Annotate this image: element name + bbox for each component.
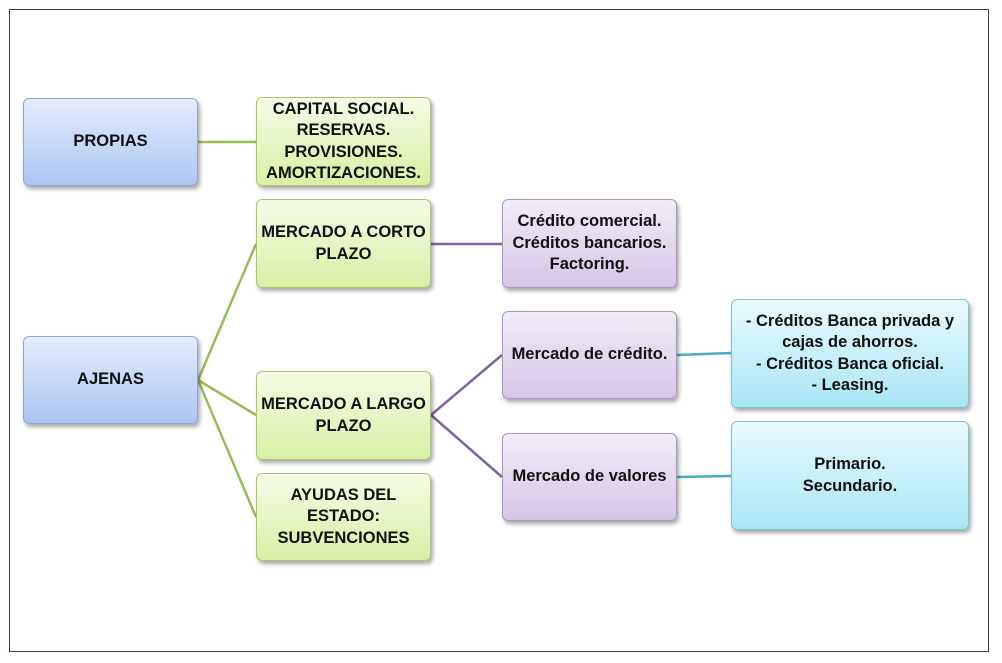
connector-ajenas-to-ayudas: [196, 379, 258, 518]
node-corto-plazo-label: MERCADO A CORTO PLAZO: [261, 223, 426, 263]
node-ajenas: AJENAS: [23, 336, 198, 424]
node-ajenas-label: AJENAS: [77, 370, 144, 389]
node-largo-plazo-label: MERCADO A LARGO PLAZO: [261, 395, 426, 435]
node-corto-plazo: MERCADO A CORTO PLAZO: [256, 199, 431, 288]
connector-credito-to-items: [676, 351, 732, 357]
node-mercado-valores-items: Primario. Secundario.: [731, 421, 969, 530]
connector-ajenas-to-corto-plazo: [196, 243, 258, 381]
node-propias-items-label: CAPITAL SOCIAL. RESERVAS. PROVISIONES. A…: [266, 99, 421, 183]
node-ayudas-label: AYUDAS DEL ESTADO: SUBVENCIONES: [277, 485, 410, 547]
node-mercado-credito: Mercado de crédito.: [502, 311, 677, 399]
node-mercado-credito-items-label: - Créditos Banca privada y cajas de ahor…: [745, 311, 955, 395]
node-corto-plazo-items-label: Crédito comercial. Créditos bancarios. F…: [512, 212, 667, 274]
node-mercado-valores: Mercado de valores: [502, 433, 677, 521]
node-mercado-valores-label: Mercado de valores: [512, 467, 667, 486]
node-mercado-valores-items-label: Primario. Secundario.: [802, 455, 898, 495]
node-propias: PROPIAS: [23, 98, 198, 186]
connector-largo-plazo-to-valores: [430, 414, 503, 478]
node-mercado-credito-label: Mercado de crédito.: [511, 345, 668, 364]
node-propias-label: PROPIAS: [73, 132, 148, 151]
node-largo-plazo: MERCADO A LARGO PLAZO: [256, 371, 431, 460]
node-corto-plazo-items: Crédito comercial. Créditos bancarios. F…: [502, 199, 677, 288]
connector-largo-plazo-to-credito: [430, 354, 503, 416]
connector-ajenas-to-largo-plazo: [197, 378, 257, 417]
node-mercado-credito-items: - Créditos Banca privada y cajas de ahor…: [731, 299, 969, 408]
node-propias-items: CAPITAL SOCIAL. RESERVAS. PROVISIONES. A…: [256, 97, 431, 186]
connector-valores-to-items: [676, 474, 732, 479]
node-ayudas: AYUDAS DEL ESTADO: SUBVENCIONES: [256, 473, 431, 561]
